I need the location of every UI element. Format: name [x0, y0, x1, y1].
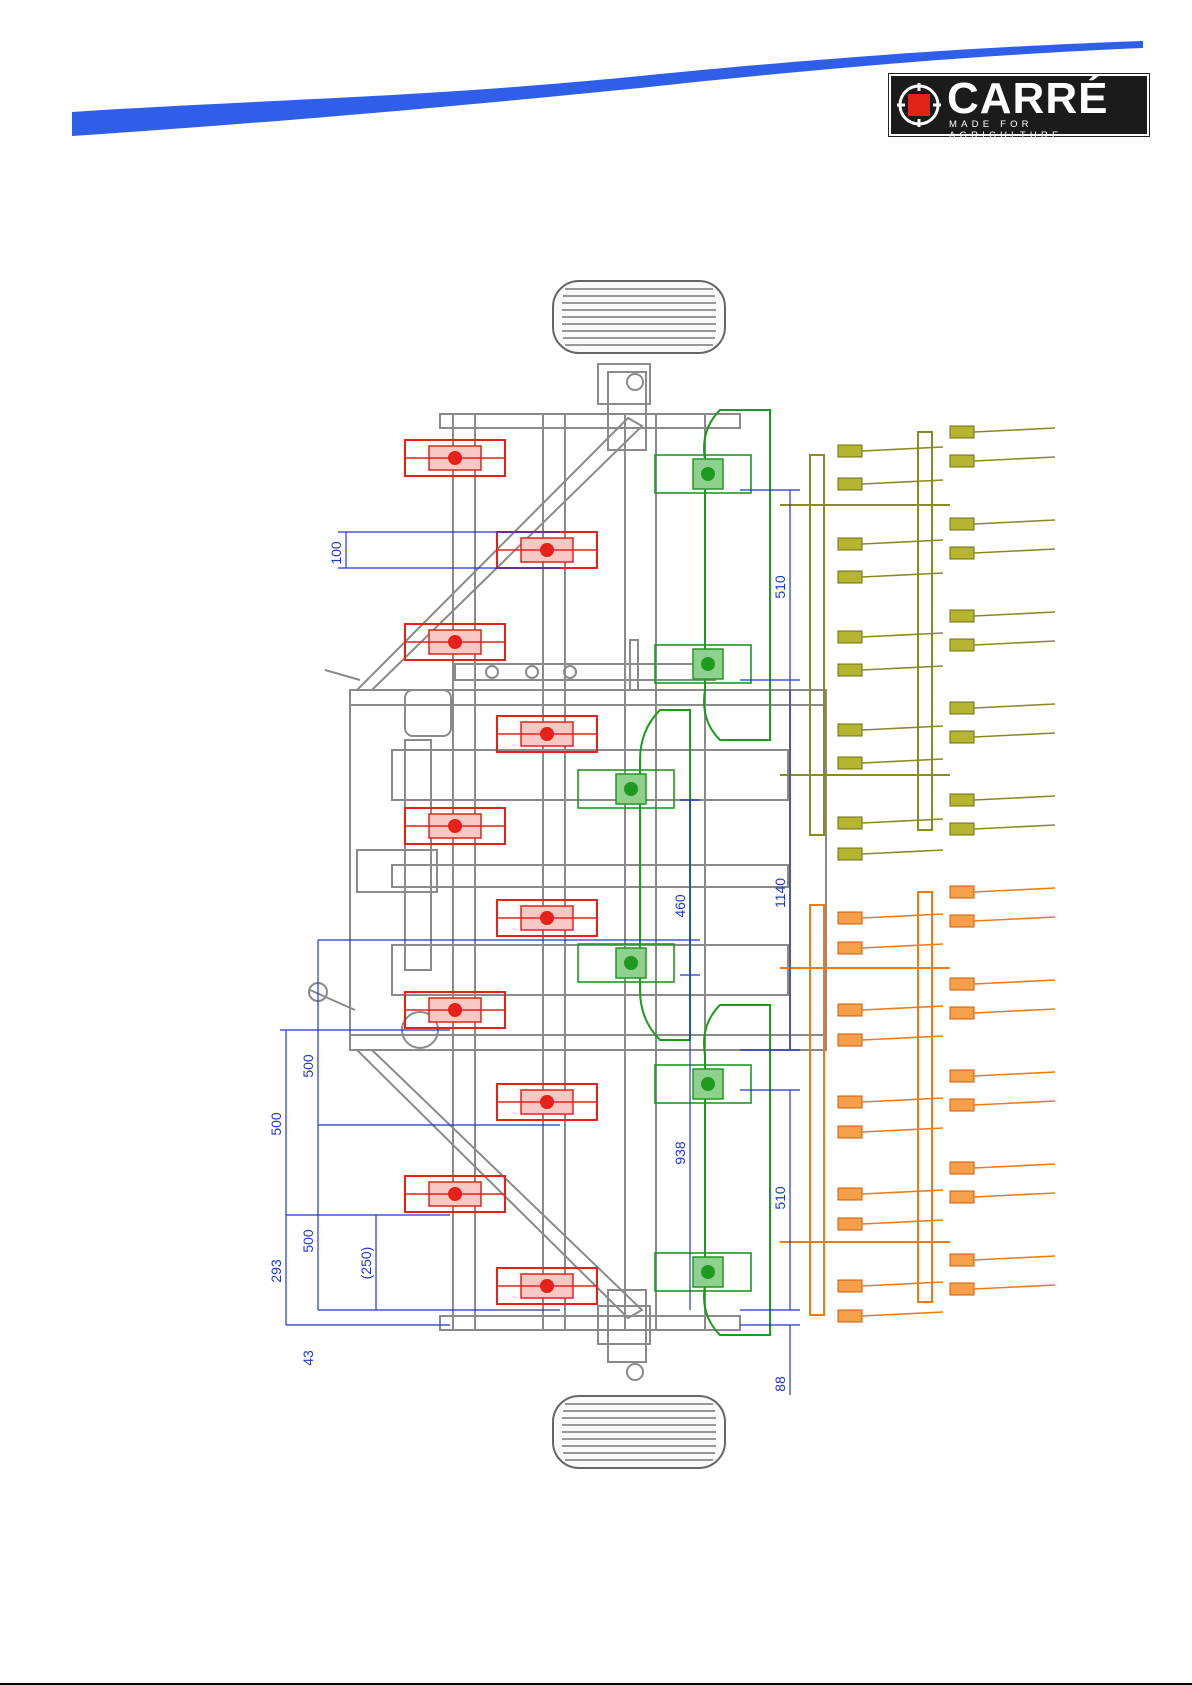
dim-500-lower: 500	[300, 1229, 316, 1253]
dim-500-outer: 500	[268, 1112, 284, 1136]
machine-frame	[309, 364, 826, 1380]
dim-500-inner: 500	[300, 1054, 316, 1078]
dim-100: 100	[328, 541, 344, 565]
orange-harrow	[780, 886, 1055, 1322]
green-disc-units	[578, 410, 770, 1335]
dim-88: 88	[772, 1376, 788, 1392]
dim-250: (250)	[358, 1247, 374, 1280]
dim-510-top: 510	[772, 575, 788, 599]
dim-510-bottom: 510	[772, 1186, 788, 1210]
dim-1140: 1140	[772, 878, 788, 908]
dim-938: 938	[672, 1141, 688, 1165]
olive-harrow	[780, 426, 1055, 860]
dim-43: 43	[300, 1350, 316, 1366]
dim-460: 460	[672, 894, 688, 918]
wheel-top	[553, 281, 725, 353]
dim-293: 293	[268, 1259, 284, 1283]
wheel-bottom	[553, 1396, 725, 1468]
